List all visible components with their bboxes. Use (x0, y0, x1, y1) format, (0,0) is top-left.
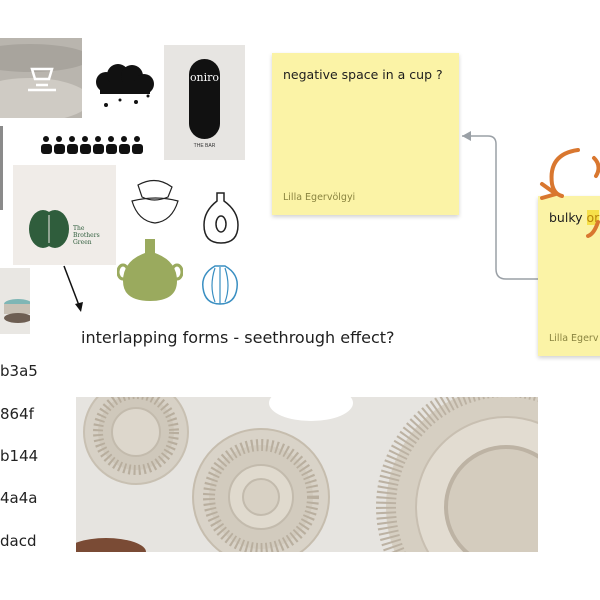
highlighted-text: or (586, 210, 600, 225)
image-brothers-green-logo[interactable]: The Brothers Green (13, 165, 116, 265)
image-oniro-logo[interactable]: oniro THE BAR (164, 45, 245, 160)
sticky-note-text-part: bulky (549, 210, 587, 225)
sticky-note[interactable]: bulky or Lilla Egerv (538, 196, 600, 356)
sticky-note-author: Lilla Egervölgyi (283, 192, 356, 203)
sticky-note-text[interactable]: negative space in a cup ? (283, 67, 443, 82)
hex-code-3[interactable]: b144 (0, 447, 39, 465)
sticky-note-author: Lilla Egerv (549, 333, 599, 344)
image-bowls-sketch[interactable] (128, 175, 184, 230)
brothers-green-line2: Brothers (73, 232, 100, 239)
hex-code-4[interactable]: 4a4a (0, 489, 38, 507)
brothers-green-text: The Brothers Green (73, 225, 100, 246)
hex-code-2[interactable]: 864f (0, 405, 34, 423)
cloud-icon (96, 64, 154, 107)
sticky-note-text[interactable]: bulky or (549, 210, 600, 225)
image-people-icons-strip[interactable] (40, 133, 144, 157)
brothers-green-line3: Green (73, 239, 92, 246)
image-ceramics-photo[interactable] (76, 397, 538, 552)
oniro-logo-subtext: THE BAR (193, 143, 216, 149)
arrow-icon (63, 265, 83, 312)
oniro-logo-text: oniro (189, 71, 220, 84)
plates-photo-icon (76, 397, 538, 552)
sticky-note[interactable]: negative space in a cup ? Lilla Egervölg… (272, 53, 459, 215)
hex-code-1[interactable]: b3a5 (0, 362, 38, 380)
hex-code-5[interactable]: dacd (0, 532, 37, 550)
bowls-photo-icon (4, 299, 30, 323)
brothers-green-line1: The (73, 225, 85, 232)
image-striped-vase[interactable] (200, 263, 240, 307)
image-cloud-logo[interactable] (90, 60, 160, 115)
image-edge-sliver (0, 126, 3, 210)
orange-arrow-icon[interactable] (536, 140, 600, 240)
image-dish-icon-tile[interactable] (0, 38, 82, 118)
vase-icon (202, 265, 238, 305)
image-green-vase[interactable] (117, 236, 183, 304)
vase-icon (203, 192, 239, 244)
caption-text[interactable]: interlapping forms - seethrough effect? (81, 328, 395, 347)
leaf-icon (29, 210, 69, 248)
image-vase-outline[interactable] (200, 190, 242, 246)
connector-arrow-icon[interactable] (456, 128, 546, 288)
oniro-badge (189, 59, 220, 139)
bowls-icon (131, 179, 179, 224)
bowl-icon (0, 44, 82, 118)
image-bowls-photo-left[interactable] (0, 268, 30, 334)
vase-icon (117, 239, 183, 301)
people-icon (41, 136, 143, 154)
